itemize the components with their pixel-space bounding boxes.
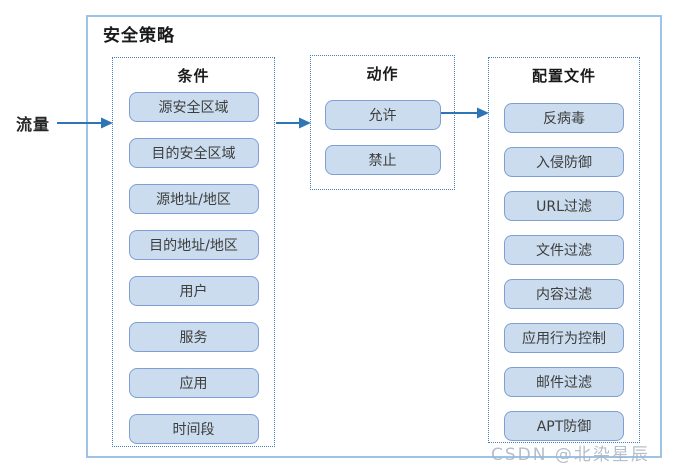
condition-item-box: 目的安全区域: [128, 138, 259, 168]
profile-item-label: 内容过滤: [536, 287, 592, 303]
action-item-label: 允许: [368, 108, 397, 124]
condition-item-box: 服务: [128, 322, 259, 352]
condition-item-box: 时间段: [128, 414, 259, 444]
condition-item-label: 服务: [179, 330, 208, 346]
profile-item-label: APT防御: [536, 419, 592, 435]
action-item-box: 禁止: [324, 145, 441, 175]
actions-items: 允许 禁止: [324, 100, 441, 175]
profile-item-label: 应用行为控制: [522, 331, 606, 347]
profile-item-box: 反病毒: [504, 103, 624, 133]
actions-header: 动作: [366, 65, 399, 83]
condition-item-box: 源安全区域: [128, 92, 259, 122]
profile-item-box: 应用行为控制: [504, 323, 624, 353]
condition-item-box: 应用: [128, 368, 259, 398]
action-item-label: 禁止: [368, 153, 397, 169]
csdn-watermark: CSDN @北染星辰: [491, 445, 650, 465]
profiles-items: 反病毒 入侵防御 URL过滤 文件过滤 内容过滤 应用行为控制 邮件过滤 APT…: [504, 103, 624, 441]
traffic-label: 流量: [16, 115, 51, 134]
condition-item-box: 目的地址/地区: [128, 230, 259, 260]
profiles-column: 配置文件 反病毒 入侵防御 URL过滤 文件过滤 内容过滤 应用行为控制 邮件过…: [488, 57, 640, 443]
profile-item-box: 内容过滤: [504, 279, 624, 309]
profile-item-label: 入侵防御: [536, 155, 592, 171]
diagram-title: 安全策略: [103, 26, 175, 46]
profile-item-box: 入侵防御: [504, 147, 624, 177]
profile-item-label: 文件过滤: [536, 243, 592, 259]
condition-item-label: 目的地址/地区: [149, 238, 238, 254]
conditions-header: 条件: [177, 67, 210, 85]
actions-column: 动作 允许 禁止: [310, 55, 455, 190]
conditions-column: 条件 源安全区域 目的安全区域 源地址/地区 目的地址/地区 用户 服务 应用 …: [112, 57, 275, 447]
profile-item-label: 反病毒: [543, 111, 585, 127]
condition-item-box: 用户: [128, 276, 259, 306]
condition-item-label: 源地址/地区: [156, 192, 231, 208]
profiles-header: 配置文件: [531, 67, 596, 85]
condition-item-box: 源地址/地区: [128, 184, 259, 214]
condition-item-label: 用户: [179, 284, 208, 300]
profile-item-label: URL过滤: [536, 199, 592, 215]
profile-item-box: 文件过滤: [504, 235, 624, 265]
action-item-box: 允许: [324, 100, 441, 130]
conditions-items: 源安全区域 目的安全区域 源地址/地区 目的地址/地区 用户 服务 应用 时间段: [128, 92, 259, 444]
condition-item-label: 时间段: [172, 422, 215, 438]
condition-item-label: 目的安全区域: [151, 146, 236, 162]
condition-item-label: 应用: [179, 376, 208, 392]
profile-item-label: 邮件过滤: [536, 375, 592, 391]
profile-item-box: APT防御: [504, 411, 624, 441]
condition-item-label: 源安全区域: [158, 100, 229, 116]
profile-item-box: 邮件过滤: [504, 367, 624, 397]
profile-item-box: URL过滤: [504, 191, 624, 221]
